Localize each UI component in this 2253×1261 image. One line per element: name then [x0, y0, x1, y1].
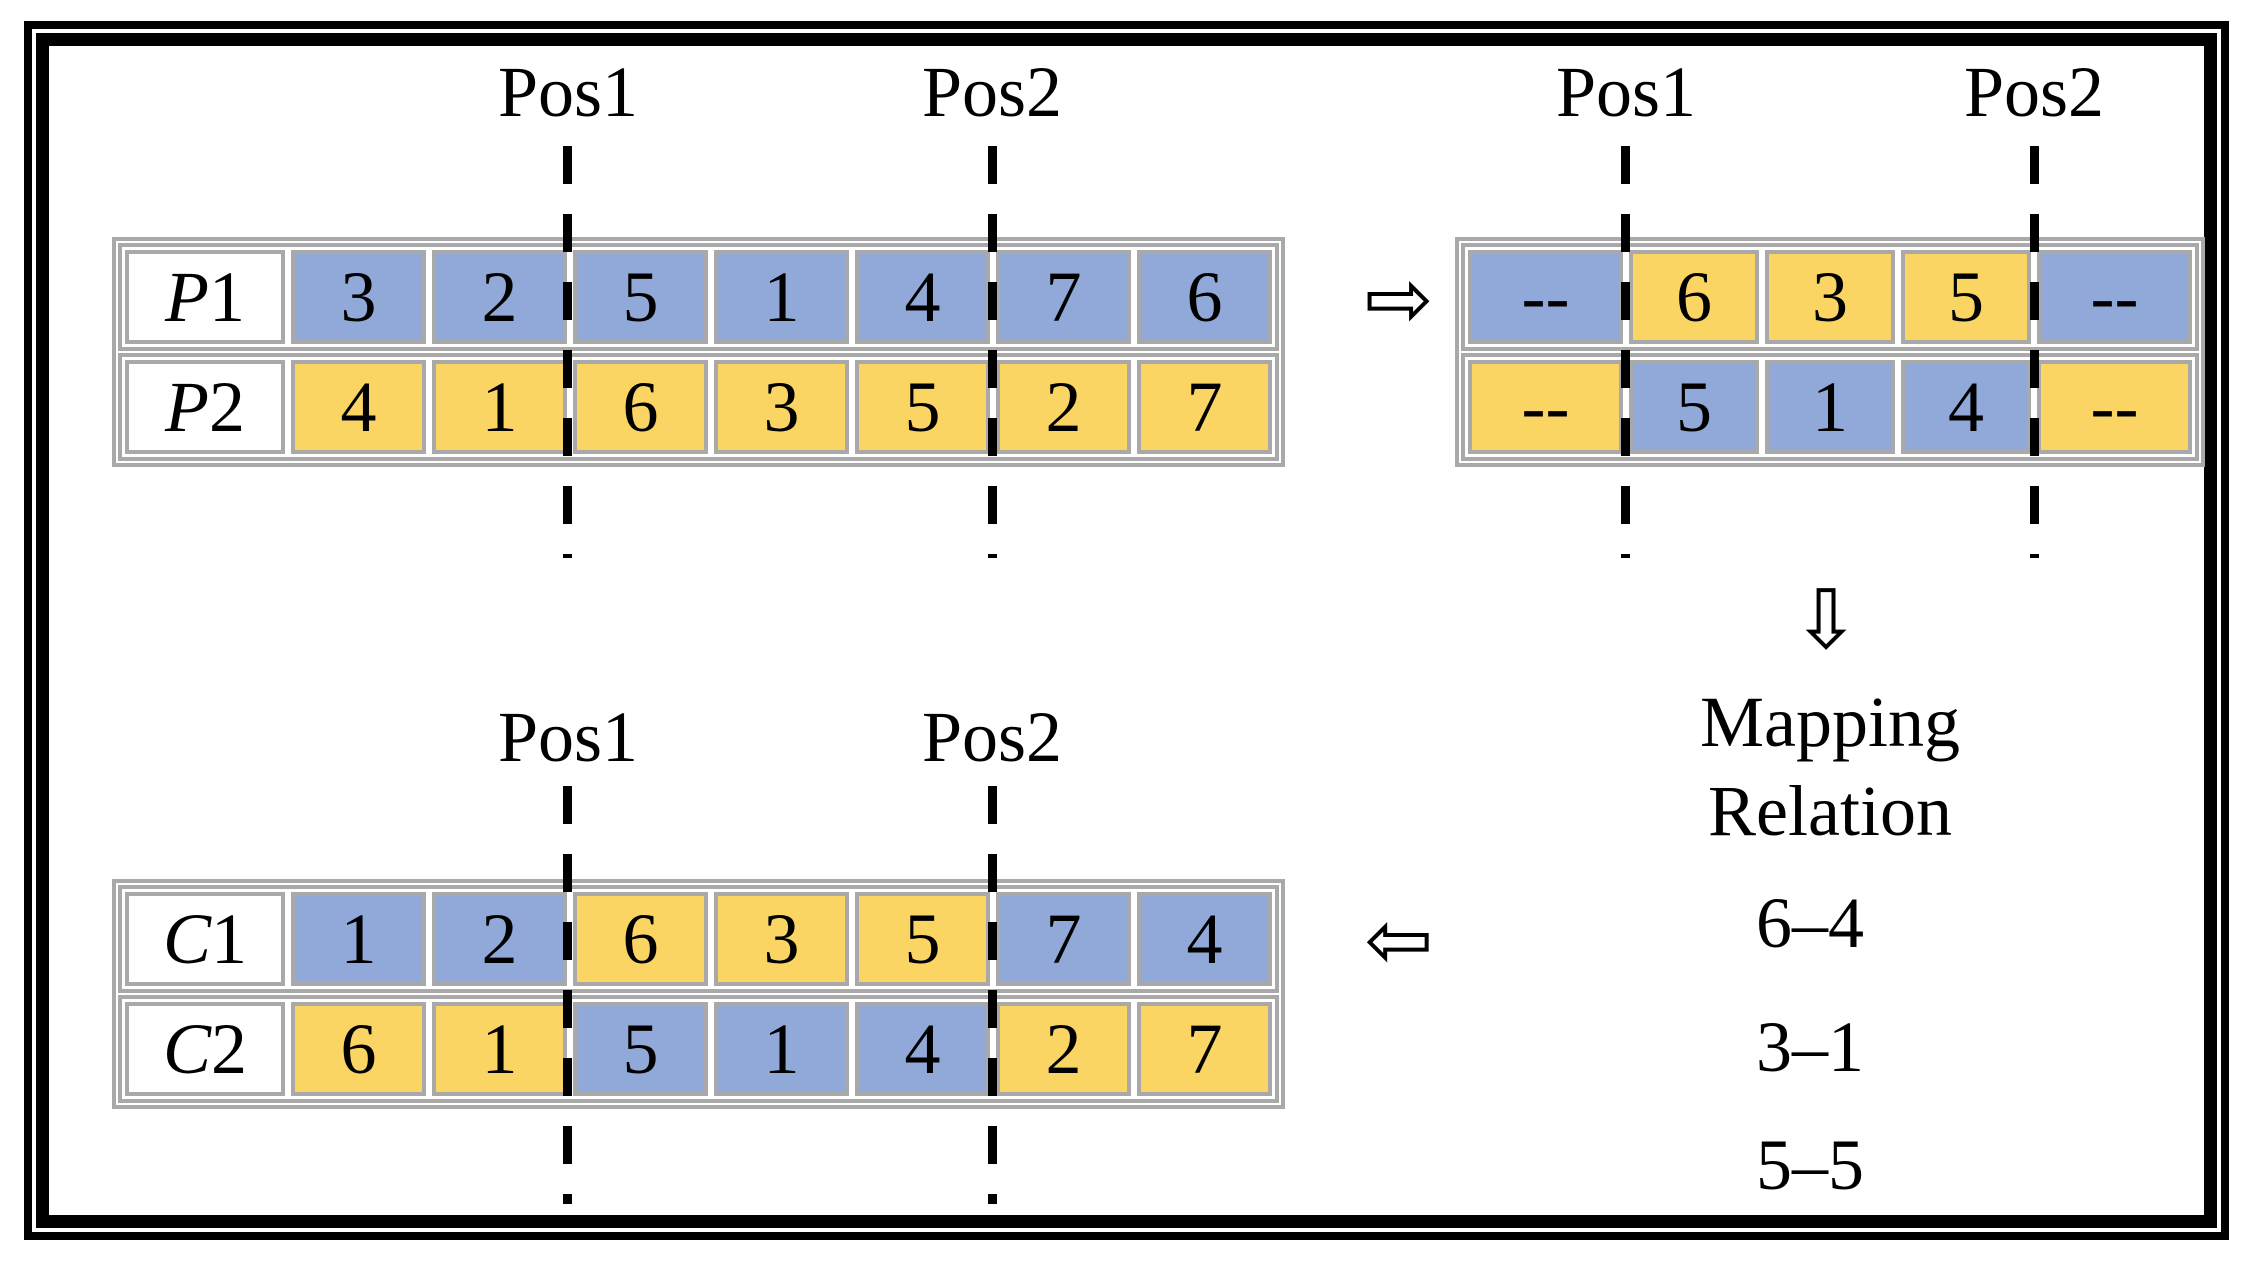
gene-cell: 5: [855, 360, 990, 454]
pos1-dashed-line-parents: [563, 146, 572, 558]
pos2-dashed-line-children: [988, 786, 997, 1204]
gene-cell: --: [1468, 360, 1623, 454]
gene-cell: 6: [291, 1002, 426, 1096]
gene-cell: 6: [573, 892, 708, 986]
gene-cell: --: [2037, 250, 2192, 344]
gene-cell: 2: [996, 360, 1131, 454]
gene-cell: 7: [996, 892, 1131, 986]
pos2-dashed-line-parents: [988, 146, 997, 558]
gene-cell: 3: [291, 250, 426, 344]
gene-cell: 5: [1629, 360, 1759, 454]
gene-cell: 1: [432, 1002, 567, 1096]
gene-cell: 5: [573, 1002, 708, 1096]
pos1-label-intermediate: Pos1: [1555, 52, 1697, 132]
gene-cell: 1: [714, 250, 849, 344]
gene-cell: 3: [1765, 250, 1895, 344]
gene-cell: 7: [1137, 360, 1272, 454]
gene-cell: 2: [432, 892, 567, 986]
gene-cell: 2: [432, 250, 567, 344]
chromosome-row-label-letter: P: [165, 257, 209, 337]
pos1-dashed-line-children: [563, 786, 572, 1204]
right-arrow-icon: ⇨: [1364, 252, 1434, 347]
gene-cell: 1: [714, 1002, 849, 1096]
gene-cell: 7: [1137, 1002, 1272, 1096]
gene-cell: 5: [855, 892, 990, 986]
gene-cell: 6: [573, 360, 708, 454]
gene-cell: --: [2037, 360, 2192, 454]
gene-cell: 1: [1765, 360, 1895, 454]
gene-cell: 3: [714, 360, 849, 454]
pos1-label-parents: Pos1: [497, 52, 639, 132]
mapping-pair: 5–5: [1756, 1125, 1864, 1205]
gene-cell: 2: [996, 1002, 1131, 1096]
gene-cell: 3: [714, 892, 849, 986]
mapping-relation-title-line1: Mapping: [1700, 682, 1960, 762]
gene-cell: 4: [1901, 360, 2031, 454]
mapping-relation-title-line2: Relation: [1708, 771, 1952, 851]
pos2-label-children: Pos2: [921, 697, 1063, 777]
gene-cell: 4: [291, 360, 426, 454]
gene-cell: 4: [855, 1002, 990, 1096]
mapping-pair: 6–4: [1756, 883, 1864, 963]
pos2-label-parents: Pos2: [921, 52, 1063, 132]
pos1-dashed-line-intermediate: [1621, 146, 1630, 558]
left-arrow-icon: ⇦: [1364, 893, 1434, 988]
gene-cell: 4: [1137, 892, 1272, 986]
gene-cell: 1: [432, 360, 567, 454]
chromosome-row-label-letter: P: [165, 367, 209, 447]
gene-cell: 4: [855, 250, 990, 344]
pos2-dashed-line-intermediate: [2030, 146, 2039, 558]
mapping-pair: 3–1: [1756, 1007, 1864, 1087]
down-arrow-icon: ⇩: [1791, 573, 1861, 668]
gene-cell: --: [1468, 250, 1623, 344]
gene-cell: 1: [291, 892, 426, 986]
gene-cell: 6: [1629, 250, 1759, 344]
pos1-label-children: Pos1: [497, 697, 639, 777]
chromosome-row-label-letter: C: [162, 1009, 212, 1089]
chromosome-row-label-letter: C: [162, 899, 212, 979]
gene-cell: 5: [1901, 250, 2031, 344]
gene-cell: 5: [573, 250, 708, 344]
gene-cell: 6: [1137, 250, 1272, 344]
gene-cell: 7: [996, 250, 1131, 344]
pos2-label-intermediate: Pos2: [1963, 52, 2105, 132]
